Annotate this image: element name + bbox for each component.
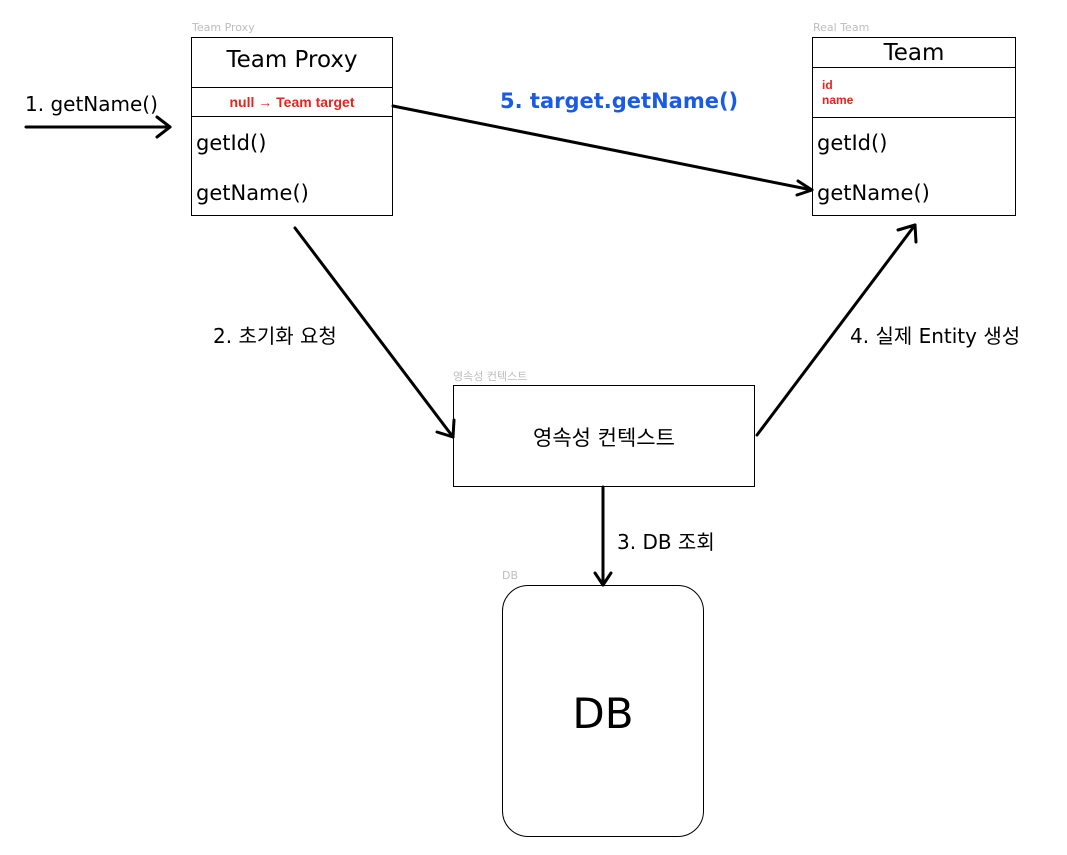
step3-label: 3. DB 조회	[617, 530, 715, 554]
team-method-getid: getId()	[817, 131, 888, 155]
context-frame-label: 영속성 컨텍스트	[453, 370, 528, 383]
arrow-step2	[293, 226, 456, 439]
team-method-getname: getName()	[817, 181, 930, 205]
real-team-frame-label: Real Team	[813, 21, 870, 34]
proxy-frame-label: Team Proxy	[192, 21, 255, 34]
team-proxy-method-getname: getName()	[196, 181, 309, 205]
persistence-context-label: 영속성 컨텍스트	[533, 426, 675, 450]
team-box: Team id name getId() getName()	[812, 37, 1016, 216]
team-field-name: name	[822, 93, 854, 107]
db-box: DB	[502, 585, 704, 837]
team-proxy-method-getid: getId()	[196, 131, 267, 155]
team-title: Team	[883, 40, 945, 66]
arrow-step5	[391, 104, 814, 197]
step5-label: 5. target.getName()	[500, 89, 739, 113]
team-divider-top	[813, 67, 1015, 68]
team-proxy-divider-top	[192, 87, 392, 88]
arrow-step4	[755, 223, 918, 437]
team-proxy-box: Team Proxy null → Team target getId() ge…	[191, 37, 393, 216]
step1-label: 1. getName()	[25, 92, 158, 116]
step2-label: 2. 초기화 요청	[213, 324, 337, 348]
team-proxy-title: Team Proxy	[226, 47, 358, 73]
team-proxy-divider-bottom	[192, 116, 392, 117]
persistence-context-box: 영속성 컨텍스트	[453, 385, 755, 487]
team-divider-bottom	[813, 117, 1015, 118]
team-field-id: id	[822, 78, 833, 92]
step4-label: 4. 실제 Entity 생성	[850, 324, 1021, 348]
arrow-step1	[24, 115, 172, 139]
db-frame-label: DB	[502, 569, 519, 582]
team-proxy-target-field: null → Team target	[229, 94, 355, 110]
db-label: DB	[572, 689, 634, 738]
arrow-step3	[593, 485, 613, 587]
